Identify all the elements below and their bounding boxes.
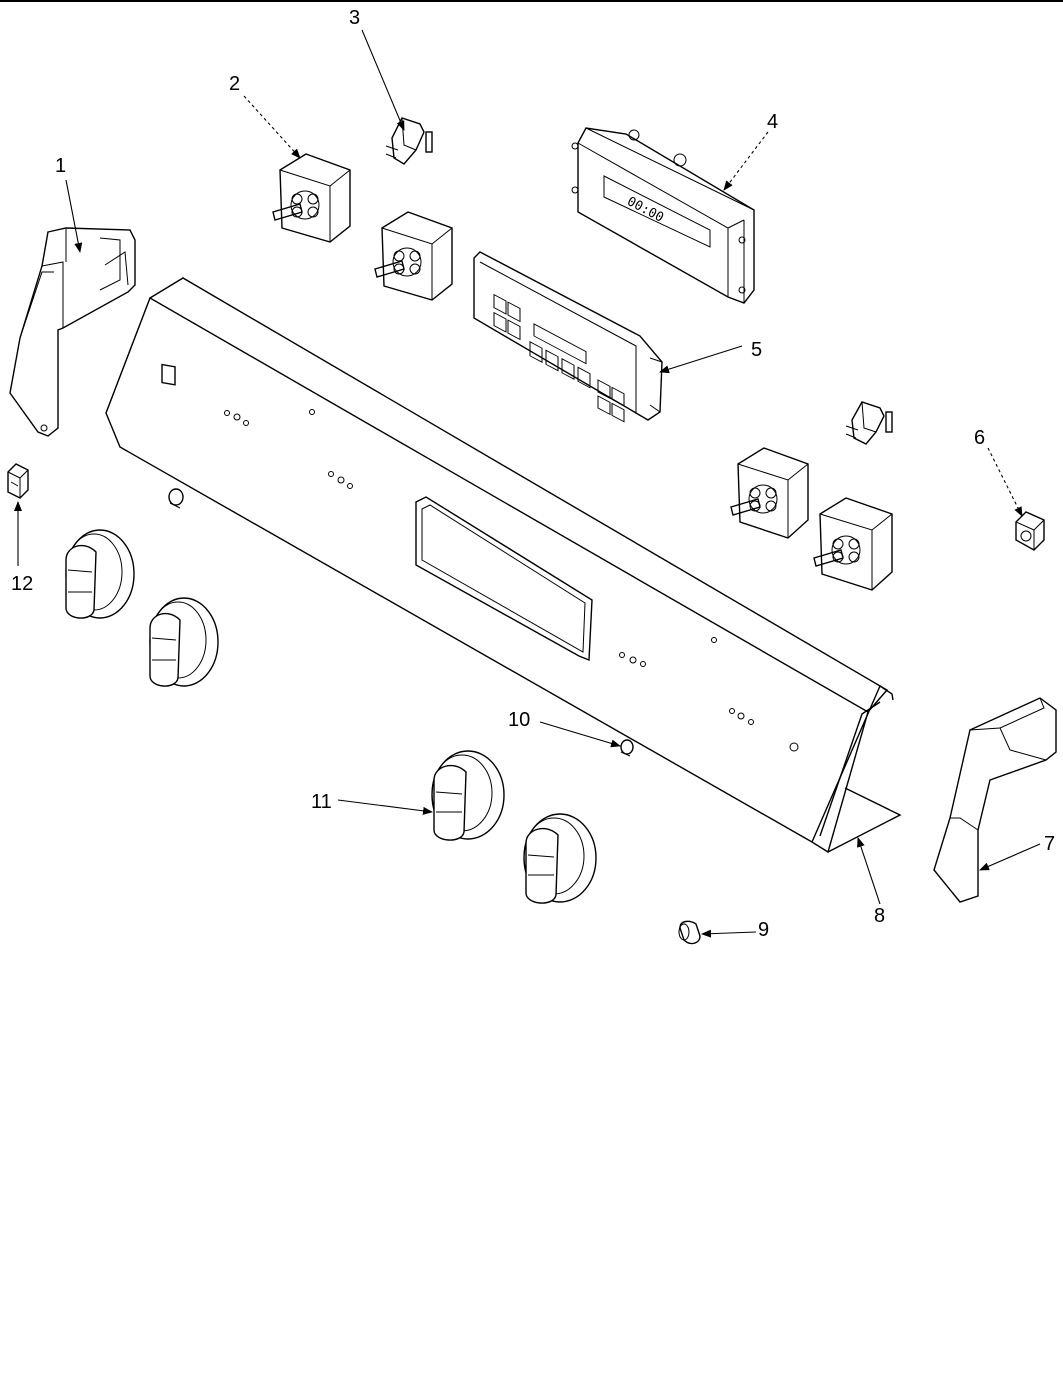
leader-2 [243, 95, 301, 159]
panel-plug-button [620, 739, 634, 757]
infinite-switch-right-two [813, 497, 893, 591]
callout-1: 1 [55, 155, 66, 177]
left-end-cap-bracket [9, 227, 136, 437]
touch-keypad-board [473, 251, 663, 423]
callout-10: 10 [508, 709, 530, 731]
leader-6 [987, 447, 1023, 517]
leader-7 [979, 843, 1041, 871]
relay-switch-top [385, 117, 433, 165]
rocker-switch [7, 463, 29, 499]
panel-plug-left [168, 488, 184, 509]
callout-11: 11 [311, 791, 332, 813]
clock-timer-module: 00:00 [571, 127, 755, 304]
leader-11 [337, 799, 433, 815]
callout-12: 12 [11, 573, 33, 595]
infinite-switch-upper [272, 153, 351, 243]
infinite-switch-right-one [730, 447, 809, 539]
leader-8 [857, 837, 881, 905]
panel-holes [224, 409, 799, 752]
control-knob-center [431, 750, 505, 841]
display-window [415, 496, 593, 662]
control-knob-center-lower [523, 813, 597, 904]
callout-6: 6 [974, 427, 985, 449]
panel-slot [161, 363, 176, 386]
callout-4: 4 [767, 111, 778, 133]
relay-switch-right [845, 401, 893, 445]
leader-5 [659, 345, 743, 374]
right-end-cap [933, 697, 1057, 903]
top-rule [0, 0, 1063, 2]
control-knob-top-left [65, 529, 135, 619]
keypad-buttons [493, 293, 625, 423]
callout-9: 9 [758, 919, 769, 941]
leader-4 [723, 131, 769, 191]
callout-labels: 1 2 3 4 5 6 7 8 9 10 11 12 [11, 7, 1055, 941]
callout-7: 7 [1044, 833, 1055, 855]
leader-lines [14, 29, 1041, 938]
clock-display-window [603, 175, 711, 248]
leader-3 [361, 29, 405, 131]
leader-10 [539, 721, 621, 748]
callout-5: 5 [751, 339, 762, 361]
callout-3: 3 [349, 7, 360, 29]
push-button-cap [678, 920, 701, 945]
callout-8: 8 [874, 905, 885, 927]
leader-9 [701, 929, 757, 938]
leader-1 [65, 179, 83, 253]
control-knob-bottom-left [149, 597, 219, 687]
clock-display-digits: 00:00 [624, 194, 666, 226]
infinite-switch-upper-second [374, 211, 453, 301]
callout-2: 2 [229, 73, 240, 95]
control-panel-backguard [105, 277, 902, 854]
indicator-light [1015, 511, 1045, 551]
